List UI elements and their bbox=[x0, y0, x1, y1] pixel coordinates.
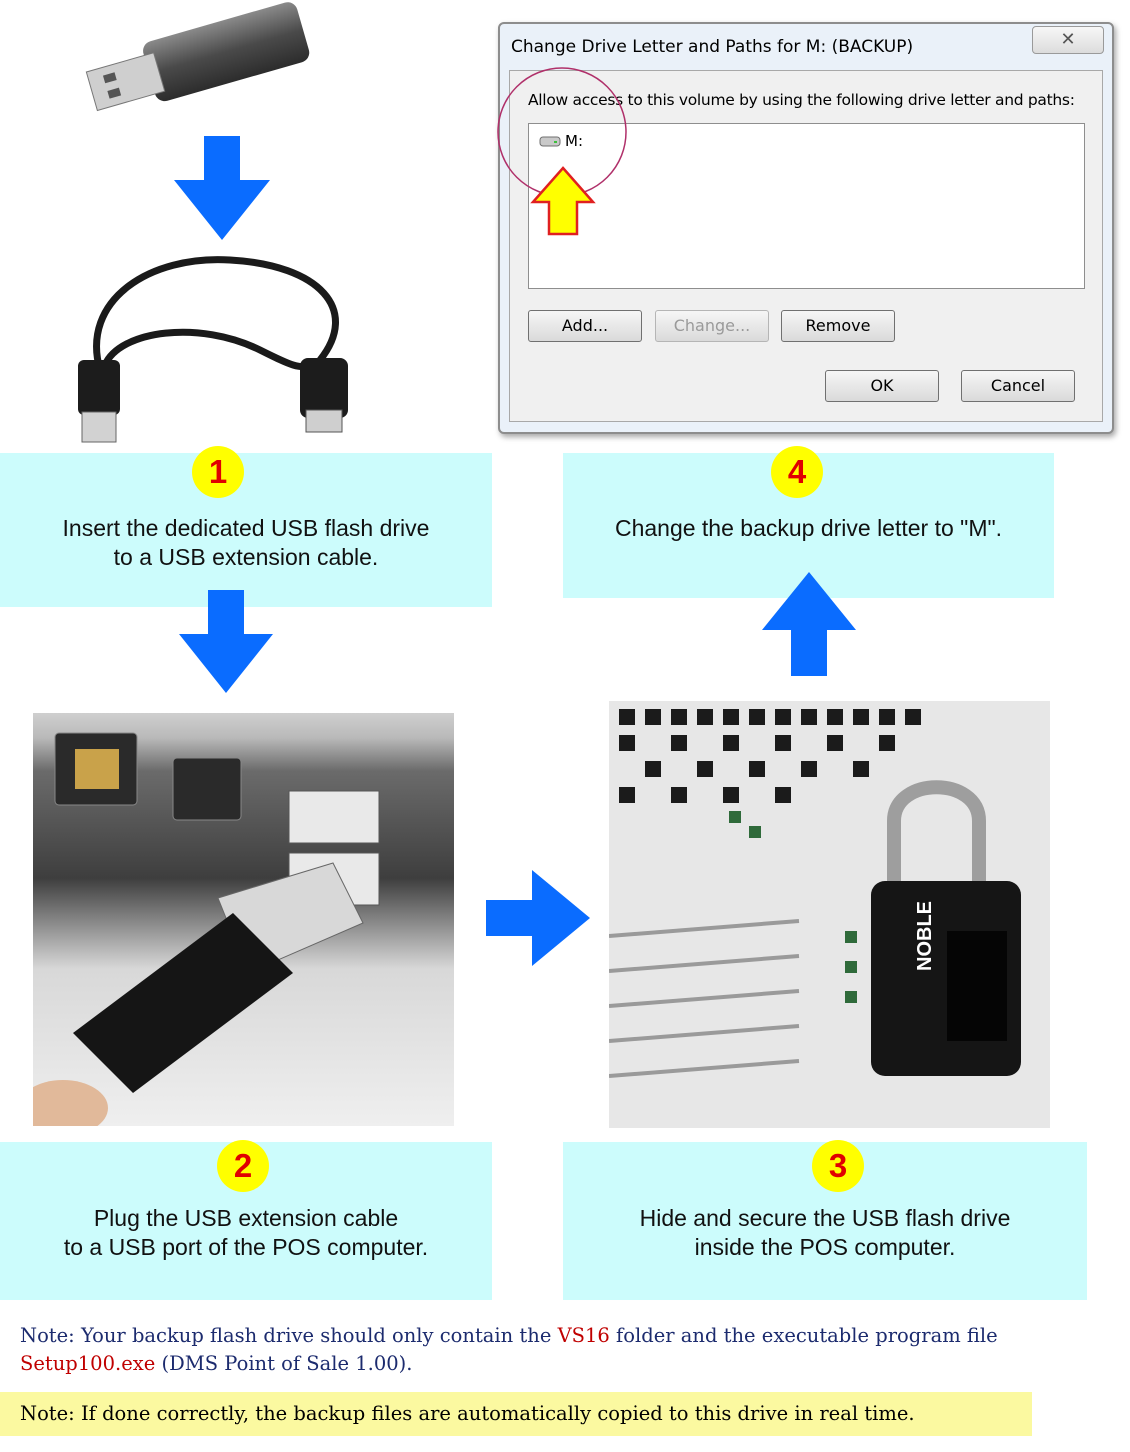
step-2-text: Plug the USB extension cable to a USB po… bbox=[63, 1205, 429, 1260]
drive-letter-label: M: bbox=[565, 132, 583, 150]
arrow-right-icon bbox=[486, 870, 590, 966]
dialog-body: Allow access to this volume by using the… bbox=[509, 70, 1103, 422]
padlock-photo-drawing: NOBLE bbox=[609, 709, 1021, 1078]
usb-flash-drive-image bbox=[85, 2, 310, 112]
step-4-badge: 4 bbox=[771, 446, 823, 498]
note1-folder: VS16 bbox=[557, 1324, 610, 1347]
close-icon: ✕ bbox=[1060, 29, 1076, 50]
drive-icon bbox=[539, 136, 561, 147]
step-2-text-wrap: Plug the USB extension cable to a USB po… bbox=[0, 1204, 492, 1262]
step-2-badge: 2 bbox=[217, 1140, 269, 1192]
lock-brand-label: NOBLE bbox=[914, 901, 936, 971]
step-1-box bbox=[0, 453, 492, 607]
add-button[interactable]: Add... bbox=[528, 310, 642, 342]
usb-port-photo bbox=[33, 713, 454, 1126]
step-1-text: Insert the dedicated USB flash drive to … bbox=[62, 515, 430, 570]
note1-suffix: (DMS Point of Sale 1.00). bbox=[155, 1352, 413, 1375]
ok-button[interactable]: OK bbox=[825, 370, 939, 402]
note1-middle: folder and the executable program file bbox=[609, 1324, 998, 1347]
arrow-down-icon bbox=[179, 590, 273, 693]
step-1-badge: 1 bbox=[192, 446, 244, 498]
change-drive-letter-dialog: Change Drive Letter and Paths for M: (BA… bbox=[498, 22, 1114, 434]
list-item[interactable]: M: bbox=[539, 132, 583, 150]
arrow-up-icon bbox=[762, 572, 856, 676]
dialog-title: Change Drive Letter and Paths for M: (BA… bbox=[511, 37, 914, 57]
step-3-text-wrap: Hide and secure the USB flash drive insi… bbox=[563, 1204, 1087, 1262]
cancel-button[interactable]: Cancel bbox=[961, 370, 1075, 402]
close-button[interactable]: ✕ bbox=[1032, 26, 1104, 54]
drive-paths-label: Allow access to this volume by using the… bbox=[528, 91, 1075, 109]
usb-extension-cable-image bbox=[78, 256, 348, 443]
step-4-text-wrap: Change the backup drive letter to "M". bbox=[563, 514, 1054, 543]
change-button[interactable]: Change... bbox=[655, 310, 769, 342]
note-flash-drive-contents: Note: Your backup flash drive should onl… bbox=[20, 1322, 1110, 1378]
step-1-text-wrap: Insert the dedicated USB flash drive to … bbox=[0, 514, 492, 572]
step-3-text: Hide and secure the USB flash drive insi… bbox=[639, 1205, 1011, 1260]
drive-paths-list[interactable]: M: bbox=[528, 123, 1085, 289]
note-realtime-copy: Note: If done correctly, the backup file… bbox=[0, 1392, 1032, 1436]
arrow-down-icon bbox=[174, 136, 270, 240]
step-3-badge: 3 bbox=[812, 1140, 864, 1192]
step-4-text: Change the backup drive letter to "M". bbox=[614, 515, 1003, 541]
pointer-arrow-icon bbox=[530, 166, 596, 236]
padlock-photo: NOBLE bbox=[609, 701, 1050, 1128]
note1-file: Setup100.exe bbox=[20, 1352, 156, 1375]
note1-prefix: Note: Your backup flash drive should onl… bbox=[20, 1324, 558, 1347]
usb-port-photo-drawing bbox=[33, 732, 380, 1126]
remove-button[interactable]: Remove bbox=[781, 310, 895, 342]
